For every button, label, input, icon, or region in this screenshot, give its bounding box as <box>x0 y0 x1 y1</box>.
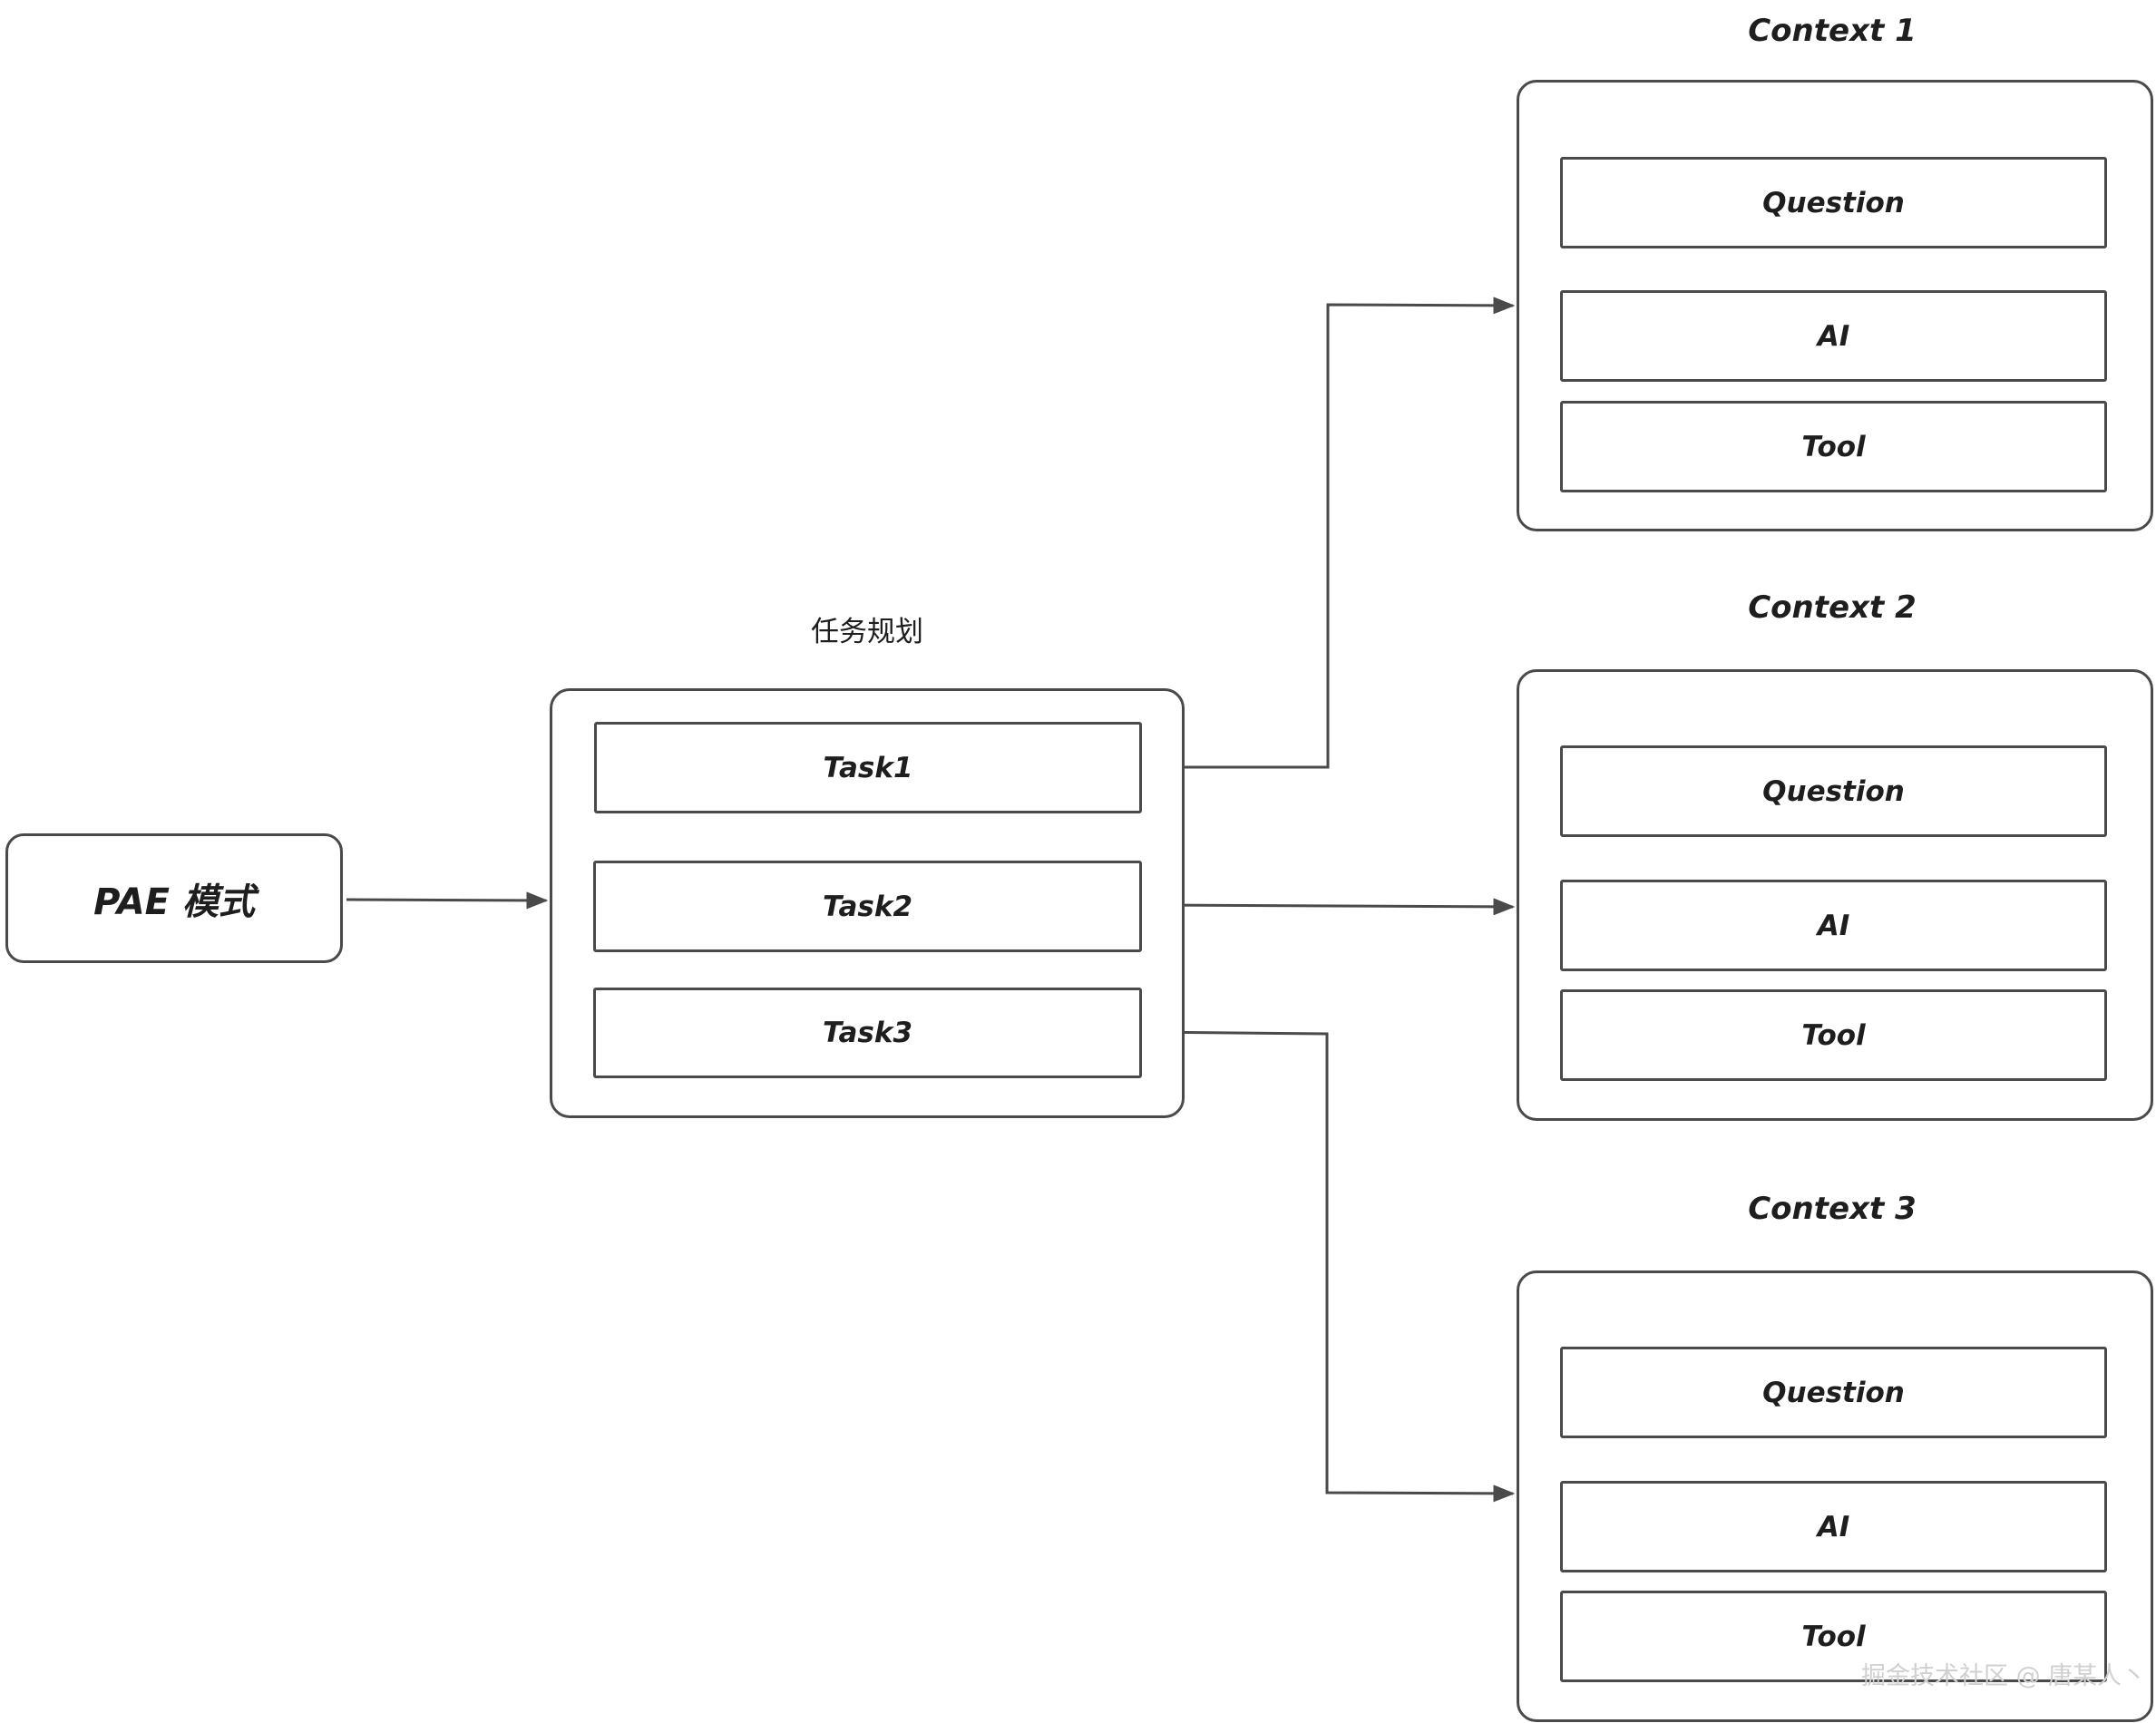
task-label: Task2 <box>822 890 913 923</box>
context-item-label: AI <box>1817 319 1850 353</box>
watermark: 掘金技术社区 @ 唐某人丶 <box>1861 1662 2147 1690</box>
context-item-ai: AI <box>1560 880 2107 971</box>
context-item-label: Question <box>1762 1376 1905 1409</box>
arrow-task2-to-context2 <box>1144 898 1516 916</box>
task-label: Task3 <box>822 1017 913 1049</box>
context-item-label: Tool <box>1801 1620 1866 1653</box>
context-title: Context 1 <box>1748 13 1917 49</box>
context-item-label: Question <box>1762 186 1905 219</box>
task-item: Task2 <box>593 861 1142 952</box>
arrow-task3-to-context3 <box>1144 1030 1516 1503</box>
context-item-question: Question <box>1560 745 2107 837</box>
context-item-ai: AI <box>1560 1481 2107 1572</box>
context-item-label: AI <box>1817 909 1850 942</box>
context-item-tool: Tool <box>1560 1591 2107 1682</box>
context-item-label: AI <box>1817 1510 1850 1543</box>
planner-title: 任务规划 <box>811 616 923 648</box>
context-title: Context 3 <box>1748 1191 1917 1227</box>
context-item-tool: Tool <box>1560 989 2107 1081</box>
context-item-label: Tool <box>1801 1018 1866 1052</box>
task-item: Task3 <box>593 988 1142 1078</box>
context-item-label: Question <box>1762 774 1905 808</box>
context-title: Context 2 <box>1748 589 1917 626</box>
context-item-question: Question <box>1560 157 2107 248</box>
pae-mode-label: PAE 模式 <box>93 881 255 923</box>
task-item: Task1 <box>594 722 1142 813</box>
context-item-label: Tool <box>1801 430 1866 463</box>
pae-mode-node: PAE 模式 <box>5 833 343 963</box>
task-label: Task1 <box>823 751 913 784</box>
context-item-question: Question <box>1560 1347 2107 1438</box>
arrow-task1-to-context1 <box>1145 297 1516 769</box>
context-item-ai: AI <box>1560 290 2107 382</box>
context-item-tool: Tool <box>1560 401 2107 492</box>
